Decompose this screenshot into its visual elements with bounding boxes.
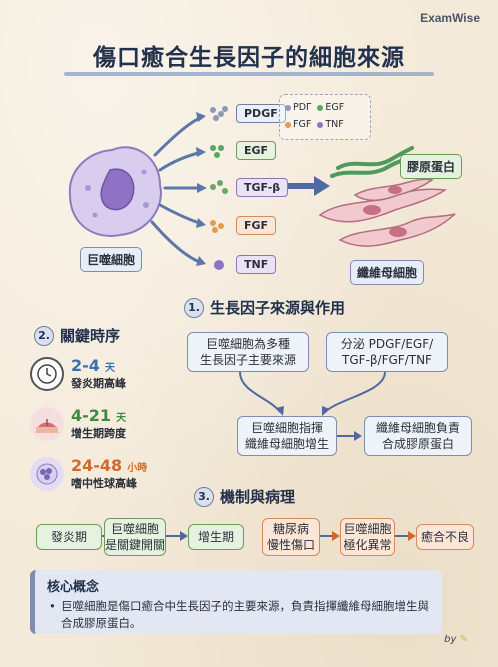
factor-legend: PDΓ EGF FGF TNF	[279, 94, 371, 140]
flow-box-secrete: 分泌 PDGF/EGF/ TGF-β/FGF/TNF	[326, 332, 448, 372]
factor-fgf: FGF	[210, 216, 277, 235]
illustration-canvas	[68, 112, 456, 266]
flow-box-source: 巨噬細胞為多種 生長因子主要來源	[187, 332, 309, 372]
fibroblast-nuclei	[363, 186, 407, 237]
mech-box-macrophage-switch: 巨噬細胞 是關鍵開關	[104, 518, 166, 556]
section-title: 關鍵時序	[60, 327, 121, 345]
timing-value: 4-21	[71, 406, 112, 425]
timing-unit: 天	[116, 413, 127, 424]
timing-unit: 小時	[127, 463, 148, 474]
wound-skin-icon	[30, 406, 64, 441]
timing-item: 4-21 天 增生期跨度	[30, 406, 126, 441]
mech-box-polarization: 巨噬細胞 極化異常	[340, 518, 395, 556]
flow-box-direct: 巨噬細胞指揮 纖維母細胞增生	[237, 416, 337, 456]
section-title: 機制與病理	[220, 488, 296, 506]
legend-fgf: FGF	[293, 119, 312, 130]
factor-label: EGF	[236, 141, 277, 160]
factor-pdgf: PDGF	[210, 104, 286, 123]
factor-tnf: TNF	[210, 255, 277, 274]
factor-label: FGF	[236, 216, 277, 235]
timing-value: 24-48	[71, 456, 123, 475]
egf-dots-icon	[210, 143, 230, 159]
legend-tnf: TNF	[325, 119, 344, 130]
flow-box-collagen: 纖維母細胞負責 合成膠原蛋白	[364, 416, 472, 456]
macrophage-icon	[68, 146, 162, 237]
tgfb-dots-icon	[210, 179, 230, 196]
byline: by ✎	[444, 634, 468, 645]
mech-box-proliferation: 增生期	[188, 524, 244, 550]
collagen-label: 膠原蛋白	[400, 154, 463, 179]
section-number: 3.	[194, 486, 214, 507]
timing-desc: 發炎期高峰	[71, 377, 126, 390]
brand-logo: ExamWise	[420, 11, 480, 25]
timing-item: 2-4 天 發炎期高峰	[30, 356, 126, 391]
section2-header: 2. 關鍵時序	[34, 325, 120, 346]
key-concept-box: 核心概念 巨噬細胞是傷口癒合中生長因子的主要來源，負責指揮纖維母細胞增生與合成膠…	[30, 570, 442, 634]
timing-unit: 天	[105, 363, 115, 374]
factor-label: PDGF	[236, 104, 286, 123]
factor-label: TGF-β	[236, 178, 289, 197]
section3-header: 3. 機制與病理	[194, 486, 295, 507]
timing-item: 24-48 小時 嗜中性球高峰	[30, 456, 147, 491]
section-number: 1.	[184, 297, 204, 318]
section-title: 生長因子來源與作用	[210, 299, 346, 317]
mech-box-poor-healing: 癒合不良	[416, 524, 474, 550]
macrophage-label: 巨噬細胞	[80, 247, 143, 272]
factor-egf: EGF	[210, 141, 277, 160]
factor-tgfb: TGF-β	[210, 178, 289, 197]
factor-label: TNF	[236, 255, 277, 274]
tnf-dots-icon	[210, 257, 230, 273]
timing-value: 2-4	[71, 356, 100, 375]
section1-header: 1. 生長因子來源與作用	[184, 297, 345, 318]
page-title: 傷口癒合生長因子的細胞來源	[93, 45, 405, 71]
legend-egf: EGF	[325, 102, 345, 113]
fgf-dots-icon	[210, 218, 230, 234]
mech-box-inflammation: 發炎期	[36, 524, 102, 550]
timing-desc: 嗜中性球高峰	[71, 477, 137, 490]
section-number: 2.	[34, 325, 54, 346]
mech-box-diabetes: 糖尿病 慢性傷口	[262, 518, 320, 556]
legend-pdgf: PDΓ	[293, 102, 312, 113]
concept-text: 巨噬細胞是傷口癒合中生長因子的主要來源，負責指揮纖維母細胞增生與合成膠原蛋白。	[47, 598, 430, 632]
neutrophil-icon	[30, 456, 64, 491]
pdgf-dots-icon	[210, 105, 230, 122]
clock-icon	[30, 356, 64, 391]
title-underline	[64, 72, 434, 76]
concept-title: 核心概念	[47, 580, 100, 595]
timing-panel: 2-4 天 發炎期高峰 4-21 天 增生期跨度 24-48 小時 嗜中性球高峰	[30, 348, 165, 500]
timing-desc: 增生期跨度	[71, 427, 126, 440]
signature-icon: ✎	[459, 634, 468, 645]
factor-arrowheads	[196, 112, 207, 266]
fibroblast-label: 纖維母細胞	[350, 260, 425, 285]
byline-text: by	[444, 634, 457, 645]
